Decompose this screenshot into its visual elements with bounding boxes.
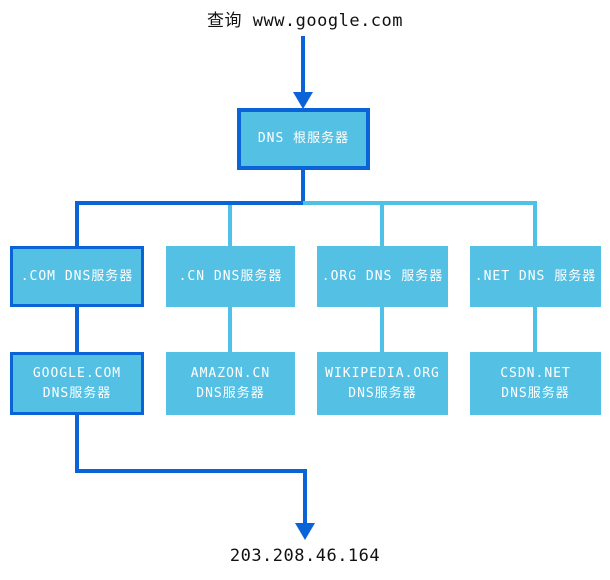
node-auth-amazon-line2: DNS服务器 (196, 385, 265, 401)
node-auth-amazon: AMAZON.CN DNS服务器 (166, 352, 295, 415)
query-arrowhead-icon (293, 92, 313, 109)
connector-bus-to-cn (228, 205, 232, 246)
node-tld-com: .COM DNS服务器 (10, 246, 144, 307)
query-arrow-line (301, 36, 305, 93)
result-ip-label: 203.208.46.164 (229, 546, 381, 566)
connector-root-stem (301, 170, 305, 205)
connector-cn-to-amazon (228, 307, 232, 352)
node-auth-google: GOOGLE.COM DNS服务器 (10, 352, 144, 415)
connector-com-to-google (75, 307, 79, 352)
node-auth-csdn-line1: CSDN.NET (500, 365, 571, 381)
result-path-down (75, 415, 79, 473)
connector-bus-to-com (75, 201, 79, 246)
connector-bus-to-org (380, 205, 384, 246)
node-tld-net: .NET DNS 服务器 (470, 246, 601, 307)
node-tld-cn: .CN DNS服务器 (166, 246, 295, 307)
node-auth-wikipedia-line2: DNS服务器 (348, 385, 417, 401)
node-auth-csdn: CSDN.NET DNS服务器 (470, 352, 601, 415)
node-auth-wikipedia-line1: WIKIPEDIA.ORG (325, 365, 440, 381)
node-auth-google-line2: DNS服务器 (42, 385, 112, 401)
node-auth-amazon-line1: AMAZON.CN (190, 365, 271, 381)
node-tld-org: .ORG DNS 服务器 (317, 246, 448, 307)
connector-bus (303, 201, 537, 205)
query-label: 查询 www.google.com (206, 11, 404, 31)
connector-org-to-wikipedia (380, 307, 384, 352)
node-root-label: DNS 根服务器 (257, 131, 350, 146)
connector-net-to-csdn (533, 307, 537, 352)
node-tld-org-label: .ORG DNS 服务器 (321, 268, 444, 284)
connector-bus-active (75, 201, 303, 205)
node-tld-com-label: .COM DNS服务器 (20, 268, 134, 284)
result-arrowhead-icon (295, 523, 315, 540)
connector-bus-to-net (533, 205, 537, 246)
node-tld-net-label: .NET DNS 服务器 (474, 268, 597, 284)
node-auth-wikipedia: WIKIPEDIA.ORG DNS服务器 (317, 352, 448, 415)
node-auth-google-line1: GOOGLE.COM (32, 365, 122, 381)
node-root-server: DNS 根服务器 (237, 108, 370, 170)
node-tld-cn-label: .CN DNS服务器 (178, 268, 283, 284)
result-path-final-down (303, 469, 307, 524)
node-auth-csdn-line2: DNS服务器 (501, 385, 570, 401)
result-path-across (75, 469, 307, 473)
